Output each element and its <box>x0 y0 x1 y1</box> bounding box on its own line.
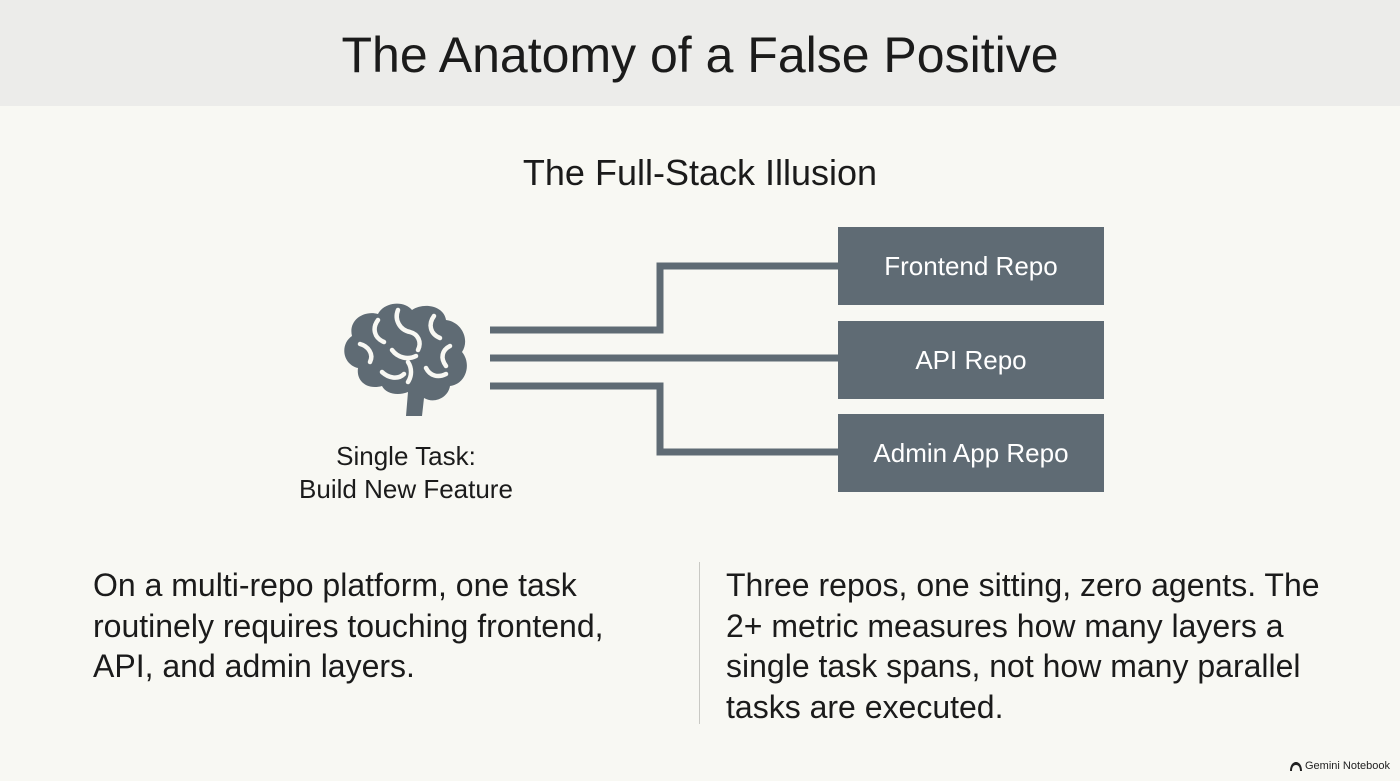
diagram-title: The Full-Stack Illusion <box>522 152 878 193</box>
task-label-line1: Single Task: <box>336 441 476 471</box>
column-divider <box>699 562 700 724</box>
repo-box-api: API Repo <box>838 321 1104 399</box>
repo-box-frontend: Frontend Repo <box>838 227 1104 305</box>
watermark: Gemini Notebook <box>1290 760 1390 772</box>
task-label-line2: Build New Feature <box>299 474 513 504</box>
repo-box-admin-app: Admin App Repo <box>838 414 1104 492</box>
bottom-left-text: On a multi-repo platform, one task routi… <box>93 567 604 684</box>
page-title: The Anatomy of a False Positive <box>341 27 1059 83</box>
watermark-label: Gemini Notebook <box>1305 760 1390 772</box>
task-label: Single Task: Build New Feature <box>256 440 556 506</box>
repo-label-frontend: Frontend Repo <box>884 250 1058 281</box>
repo-label-api: API Repo <box>915 344 1027 375</box>
header-band <box>0 0 1400 106</box>
connector-frontend <box>490 262 838 334</box>
brain-icon <box>344 303 467 416</box>
notebook-logo-icon <box>1290 761 1302 771</box>
connector-admin <box>490 382 838 456</box>
bottom-right-text: Three repos, one sitting, zero agents. T… <box>726 567 1320 725</box>
repo-label-admin-app: Admin App Repo <box>873 437 1069 468</box>
